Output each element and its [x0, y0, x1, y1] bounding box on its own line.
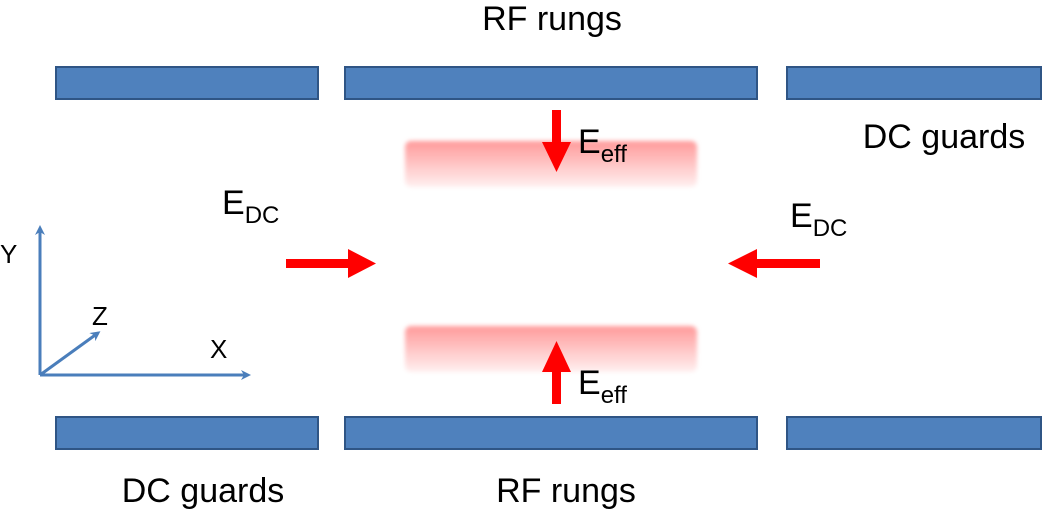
top-electrode-row — [55, 66, 1042, 100]
dc-guard-electrode-bottom-right — [786, 416, 1042, 450]
rf-rung-electrode-top — [344, 66, 758, 100]
rf-rungs-label-top: RF rungs — [482, 0, 622, 38]
e-eff-arrow-bottom — [542, 341, 571, 404]
z-axis-line — [39, 331, 101, 377]
z-axis-label: Z — [92, 301, 108, 331]
x-axis-label: X — [210, 334, 227, 364]
e-dc-arrow-left — [286, 249, 376, 278]
dc-guard-electrode-top-right — [786, 66, 1042, 100]
e-dc-arrow-right — [728, 249, 820, 278]
e-dc-label-right: EDC — [790, 197, 847, 242]
e-eff-arrow-top — [542, 110, 571, 172]
rf-rungs-label-bottom: RF rungs — [496, 472, 636, 510]
dc-guard-electrode-top-left — [55, 66, 319, 100]
dc-guards-label-top: DC guards — [863, 118, 1026, 156]
dc-guards-label-bottom: DC guards — [122, 472, 285, 510]
coordinate-axes: Y X Z — [0, 225, 251, 380]
ion-cloud-top — [405, 141, 697, 187]
y-axis-label: Y — [0, 239, 17, 269]
e-eff-label-top: Eeff — [578, 123, 627, 168]
bottom-electrode-row — [55, 416, 1042, 450]
dc-guard-electrode-bottom-left — [55, 416, 319, 450]
ion-cloud-bottom — [405, 326, 697, 372]
e-eff-label-bottom: Eeff — [578, 364, 627, 409]
e-dc-label-left: EDC — [222, 184, 279, 229]
rf-rung-electrode-bottom — [344, 416, 758, 450]
